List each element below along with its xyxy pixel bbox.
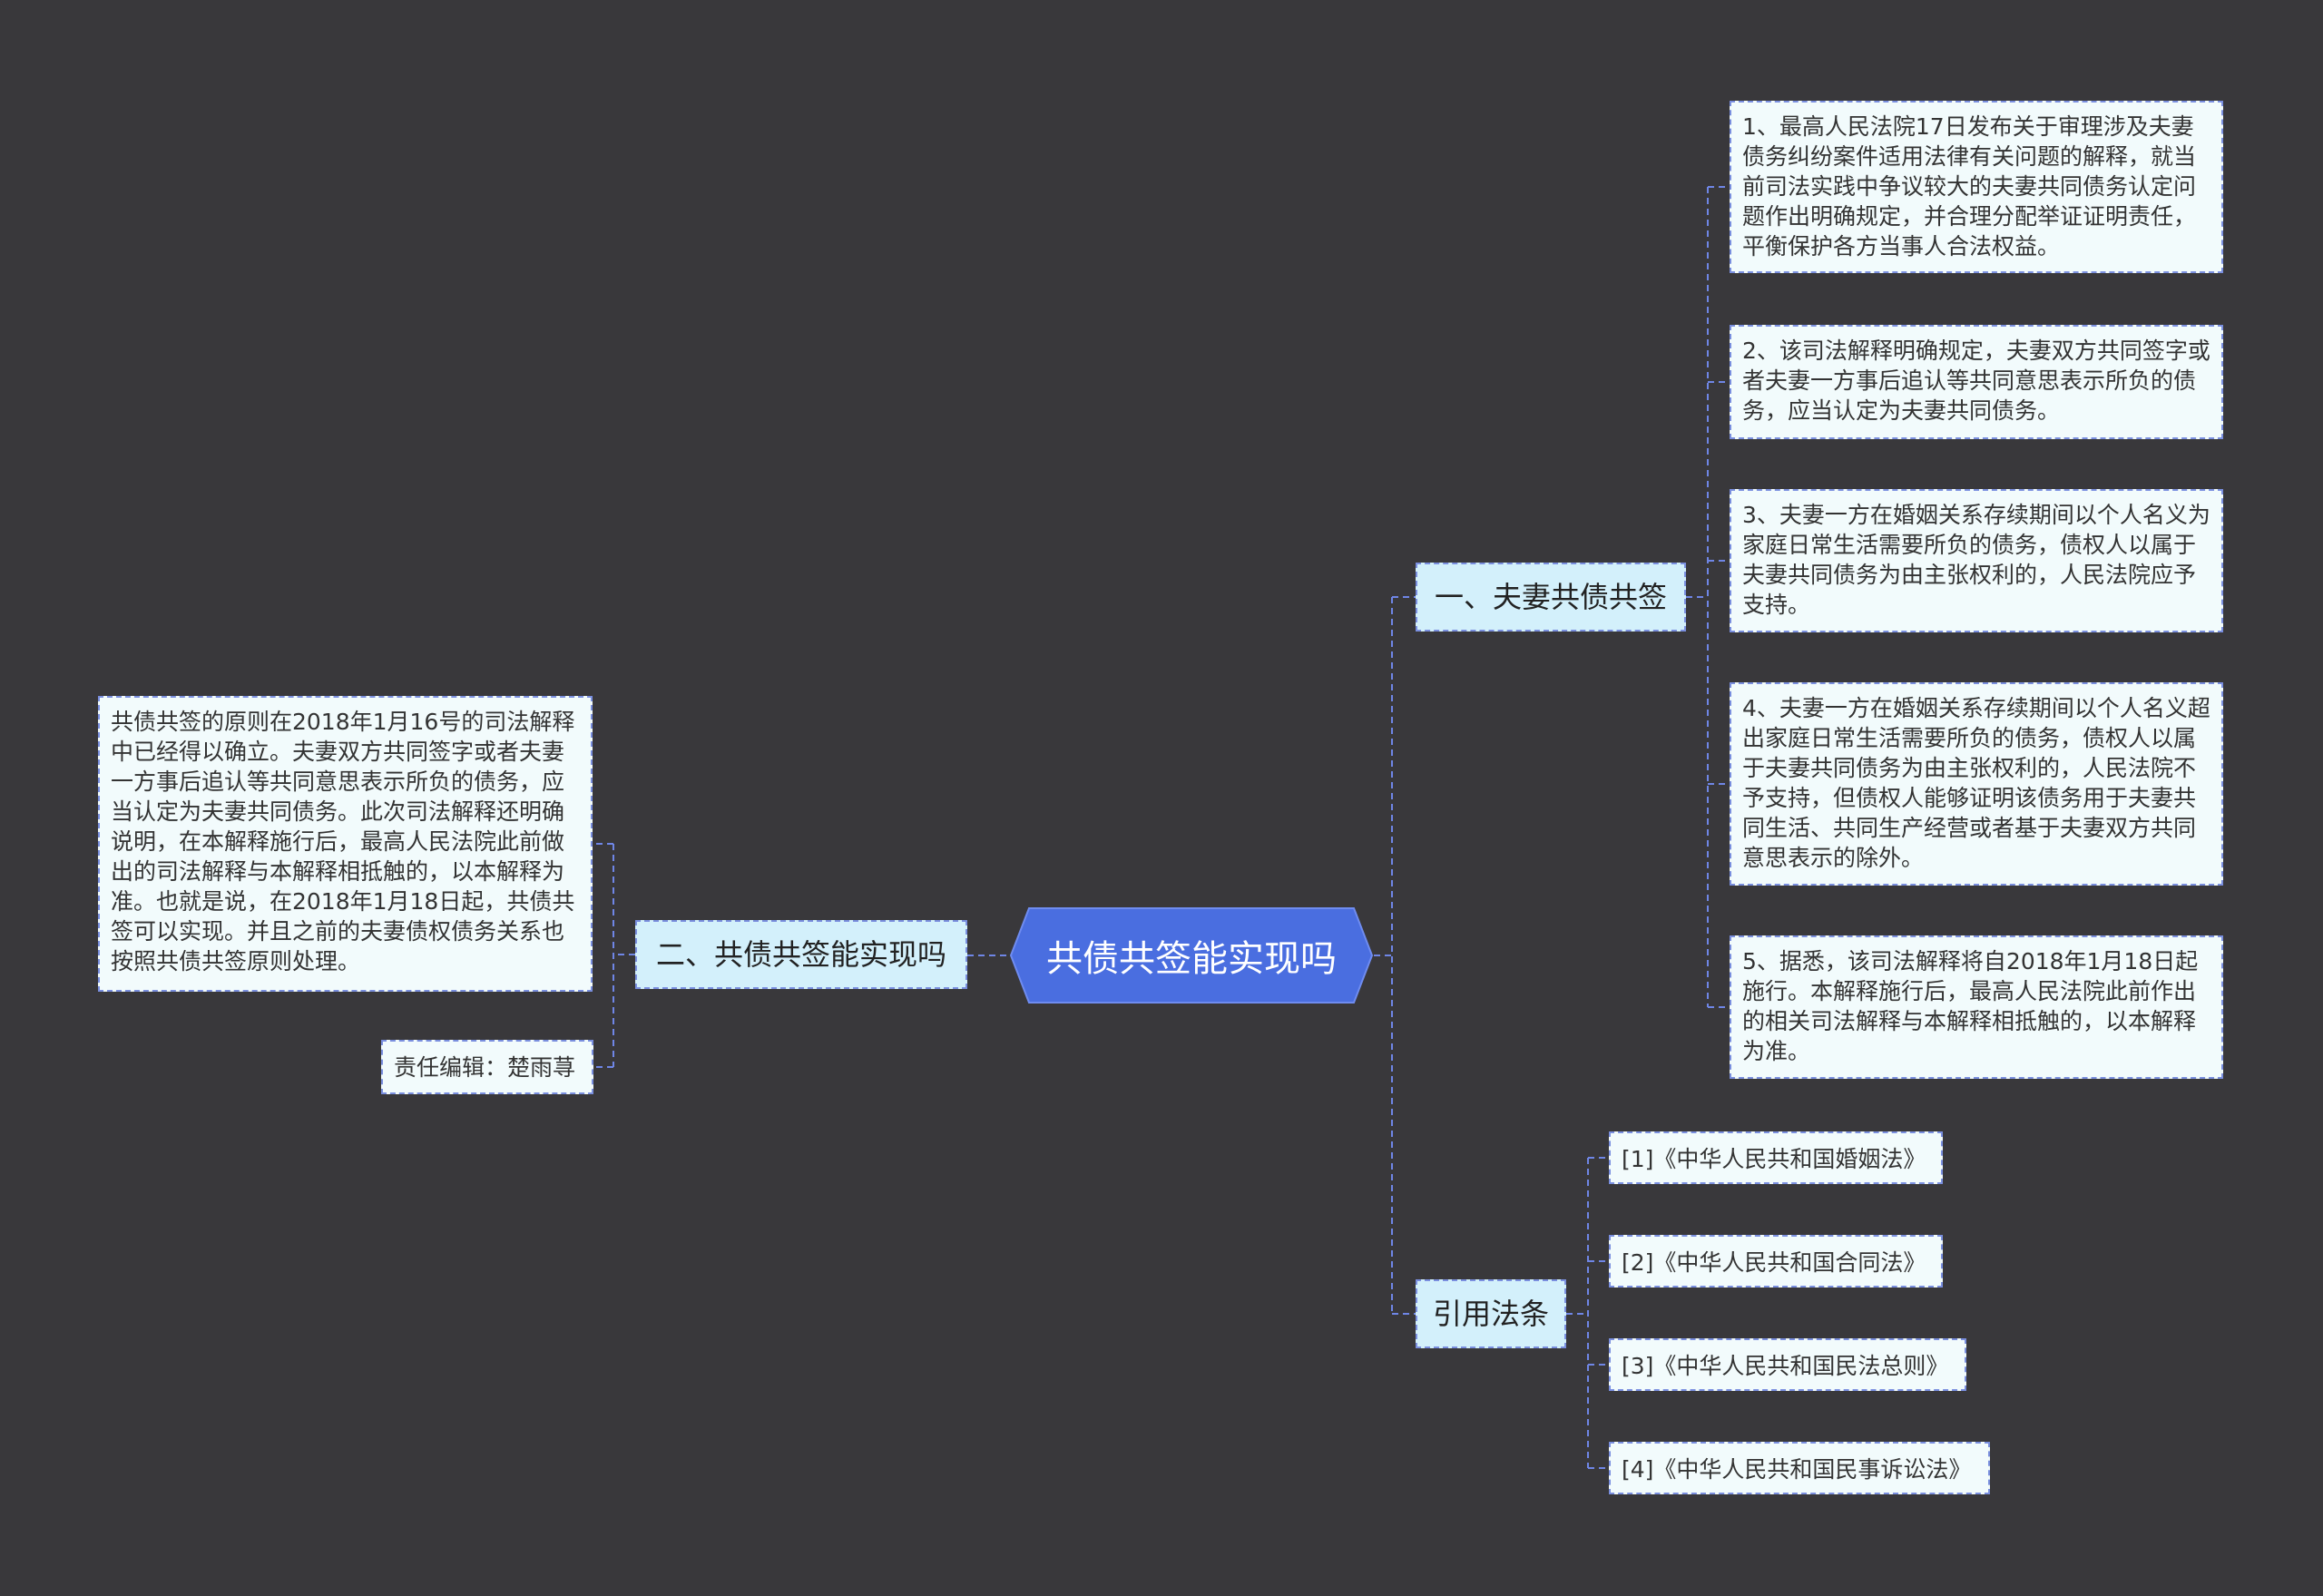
- law-ref-contract-law[interactable]: [2]《中华人民共和国合同法》: [1609, 1235, 1943, 1288]
- branch-spouse-joint-debt[interactable]: 一、夫妻共债共签: [1416, 563, 1686, 632]
- leaf-point-1[interactable]: 1、最高人民法院17日发布关于审理涉及夫妻债务纠纷案件适用法律有关问题的解释，就…: [1730, 101, 2223, 273]
- leaf-point-2[interactable]: 2、该司法解释明确规定，夫妻双方共同签字或者夫妻一方事后追认等共同意思表示所负的…: [1730, 325, 2223, 439]
- leaf-point-5[interactable]: 5、据悉，该司法解释将自2018年1月18日起施行。本解释施行后，最高人民法院此…: [1730, 935, 2223, 1079]
- leaf-point-4[interactable]: 4、夫妻一方在婚姻关系存续期间以个人名义超出家庭日常生活需要所负的债务，债权人以…: [1730, 682, 2223, 886]
- root-node-label[interactable]: 共债共签能实现吗: [1046, 938, 1337, 980]
- leaf-responsible-editor[interactable]: 责任编辑：楚雨荨: [381, 1040, 593, 1094]
- root-node-shape: [1009, 907, 1374, 1004]
- branch-cited-laws[interactable]: 引用法条: [1416, 1279, 1566, 1348]
- law-ref-civil-procedure-law[interactable]: [4]《中华人民共和国民事诉讼法》: [1609, 1442, 1990, 1494]
- law-ref-civil-code-general[interactable]: [3]《中华人民共和国民法总则》: [1609, 1338, 1966, 1391]
- branch-can-joint-debt-be-realized[interactable]: 二、共债共签能实现吗: [635, 920, 967, 989]
- law-ref-marriage-law[interactable]: [1]《中华人民共和国婚姻法》: [1609, 1131, 1943, 1184]
- leaf-point-3[interactable]: 3、夫妻一方在婚姻关系存续期间以个人名义为家庭日常生活需要所负的债务，债权人以属…: [1730, 489, 2223, 632]
- leaf-left-explanation[interactable]: 共债共签的原则在2018年1月16号的司法解释中已经得以确立。夫妻双方共同签字或…: [98, 696, 593, 992]
